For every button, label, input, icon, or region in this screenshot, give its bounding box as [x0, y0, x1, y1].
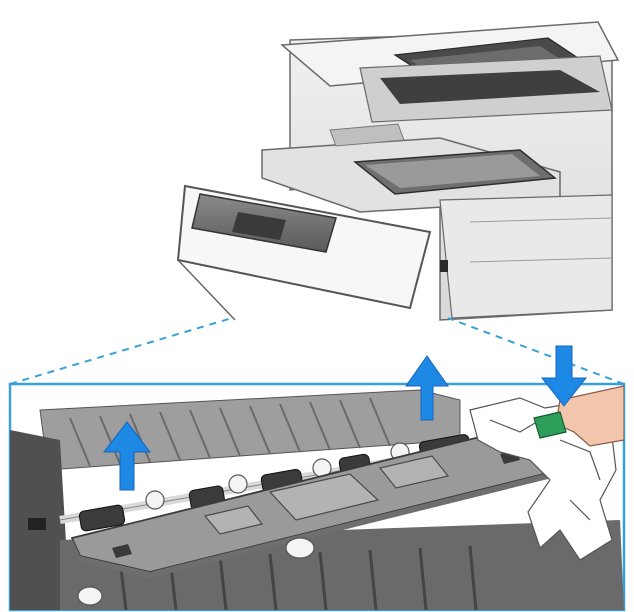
- lower-cabinet: [440, 195, 612, 318]
- lower-clip: [78, 587, 102, 605]
- callout-line-right: [448, 318, 624, 384]
- power-button: [440, 260, 448, 272]
- callout-line-left: [10, 318, 232, 384]
- shaft-clip: [229, 475, 247, 493]
- shaft-clip: [146, 491, 164, 509]
- printer-overview: [178, 22, 618, 320]
- callout-lines: [10, 318, 624, 384]
- left-slot: [28, 518, 46, 530]
- detail-view: [10, 346, 624, 610]
- lower-clip: [286, 538, 314, 558]
